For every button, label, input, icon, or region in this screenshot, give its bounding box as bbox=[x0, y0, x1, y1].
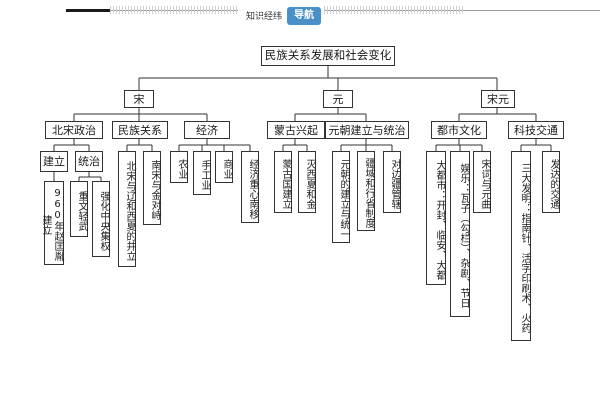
node-ethnic-relations: 民族关系 bbox=[112, 121, 168, 139]
node-entertainment: 娱乐：瓦子（勾栏）、杂剧、节日 bbox=[450, 151, 470, 317]
node-economic-center-south: 经济重心南移 bbox=[241, 151, 259, 223]
node-song-liao-xixia: 北宋与辽和西夏的并立 bbox=[118, 151, 136, 267]
node-southern-song-jin: 南宋与金对峙 bbox=[143, 151, 161, 225]
node-three-inventions: 三大发明：指南针、活字印刷术、火药 bbox=[511, 151, 531, 341]
node-civil-over-military: 重文轻武 bbox=[70, 181, 88, 237]
header-nav-badge: 导航 bbox=[287, 7, 321, 25]
node-handicraft: 手工业 bbox=[193, 151, 211, 195]
node-yuan: 元 bbox=[323, 90, 353, 108]
node-urban-culture: 都市文化 bbox=[431, 121, 487, 139]
node-founding-960: 960年赵匡胤建立 bbox=[40, 181, 64, 265]
node-commerce: 商业 bbox=[215, 151, 233, 183]
node-ci-and-qu: 宋词与元曲 bbox=[473, 151, 491, 213]
node-tech-transport: 科技交通 bbox=[508, 121, 564, 139]
root-node: 民族关系发展和社会变化 bbox=[261, 46, 395, 66]
node-yuan-founding-unification: 元朝的建立与统一 bbox=[332, 151, 350, 243]
node-territory-provinces: 疆域和行省制度 bbox=[357, 151, 375, 231]
node-economy: 经济 bbox=[184, 121, 230, 139]
header-stripe-right bbox=[324, 6, 464, 14]
node-conquer-xixia-jin: 灭西夏和金 bbox=[298, 151, 316, 213]
node-yuan-rule: 元朝建立与统治 bbox=[325, 121, 409, 139]
page-header: 知识经纬 导航 bbox=[0, 0, 600, 34]
node-agriculture: 农业 bbox=[170, 151, 188, 183]
node-songyuan: 宋元 bbox=[481, 90, 515, 108]
node-governance: 统治 bbox=[75, 151, 103, 172]
header-accent-rule bbox=[66, 9, 110, 12]
node-founding: 建立 bbox=[40, 151, 68, 172]
node-song: 宋 bbox=[124, 90, 154, 108]
node-centralization: 强化中央集权 bbox=[92, 181, 110, 257]
header-section-tag: 知识经纬 bbox=[246, 12, 283, 22]
node-northern-song-politics: 北宋政治 bbox=[45, 121, 103, 139]
node-mongol-rise: 蒙古兴起 bbox=[267, 121, 325, 139]
node-frontier-jurisdiction: 对边疆管辖 bbox=[383, 151, 401, 213]
node-mongol-state-founded: 蒙古国建立 bbox=[274, 151, 292, 213]
node-metropolises: 大都市：开封、临安、大都 bbox=[426, 151, 446, 285]
header-stripe-left bbox=[110, 6, 238, 14]
node-developed-transport: 发达的交通 bbox=[542, 151, 560, 213]
